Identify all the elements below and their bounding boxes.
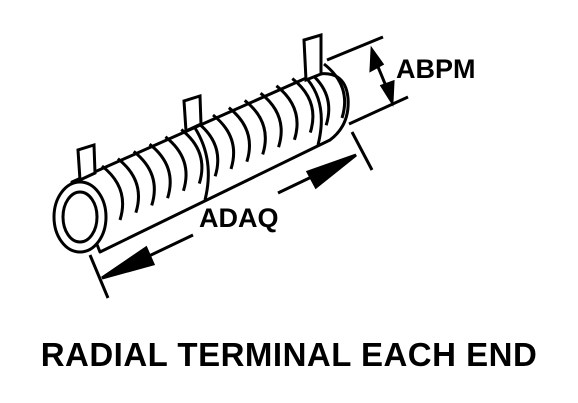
coil-winding bbox=[243, 99, 267, 155]
coil-winding bbox=[275, 84, 299, 141]
coil-windings bbox=[101, 62, 347, 221]
extension-line-right bbox=[350, 131, 374, 171]
terminal-tab-right bbox=[302, 32, 323, 83]
coil-winding bbox=[148, 142, 172, 199]
coil-winding bbox=[116, 157, 140, 214]
terminal-tab-middle bbox=[182, 93, 203, 134]
band-separators bbox=[193, 79, 323, 201]
coil-winding bbox=[180, 128, 204, 185]
coil-winding bbox=[227, 106, 251, 163]
length-dimension bbox=[88, 131, 374, 299]
diagram-caption: RADIAL TERMINAL EACH END bbox=[40, 336, 538, 373]
diameter-label: ABPM bbox=[396, 54, 476, 84]
coil-winding bbox=[164, 135, 188, 192]
extension-line-top bbox=[326, 35, 384, 62]
coil-winding bbox=[323, 62, 347, 119]
coil-winding bbox=[259, 91, 283, 148]
length-label: ADAQ bbox=[199, 203, 279, 233]
extension-line-left bbox=[88, 254, 110, 299]
arrowhead-left bbox=[101, 245, 156, 280]
diameter-dimension bbox=[326, 35, 409, 126]
arrowhead-down bbox=[379, 79, 395, 107]
end-cap-left bbox=[52, 180, 108, 254]
extension-line-bottom bbox=[348, 95, 409, 126]
terminal-tab-left bbox=[76, 142, 97, 183]
arrowhead-up bbox=[369, 45, 385, 73]
coil-winding bbox=[101, 164, 125, 221]
coil-winding bbox=[291, 77, 315, 134]
coil-winding bbox=[212, 113, 236, 170]
arrowhead-right bbox=[305, 153, 357, 190]
coil-winding bbox=[132, 150, 156, 206]
coil-winding bbox=[196, 121, 220, 177]
